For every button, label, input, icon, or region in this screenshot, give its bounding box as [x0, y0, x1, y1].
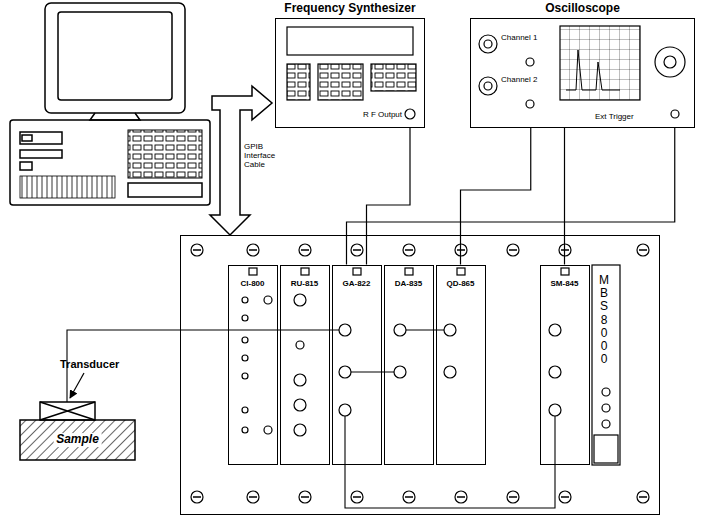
signal-cable [564, 128, 565, 265]
module-label: CI-800 [229, 279, 277, 288]
instrument-module: DA-835 [384, 265, 434, 465]
instrument-box: Frequency SynthesizerR F Output [275, 18, 425, 128]
module-label: DA-835 [385, 279, 433, 288]
leader-line [70, 373, 84, 398]
cable-label: GPIB Interface Cable [244, 142, 288, 170]
sample-block: Sample [20, 420, 135, 460]
instrument-title: Oscilloscope [471, 2, 694, 16]
system-label: MBS8000 [598, 274, 610, 366]
transducer-drawing [40, 402, 95, 420]
instrument-module: SM-845 [540, 265, 590, 465]
rack-frame: MBS8000 CI-800 RU-815 GA-822 DA-835 QD-865 SM-… [180, 235, 660, 515]
instrument-module: GA-822 [332, 265, 382, 465]
patch-cable [67, 330, 555, 508]
rack-hardware [242, 265, 620, 465]
signal-cable [461, 128, 531, 265]
module-label: GA-822 [333, 279, 381, 288]
instrument-box: OscilloscopeChannel 1Channel 2Ext Trigge… [470, 18, 695, 128]
module-label: RU-815 [281, 279, 329, 288]
port-label: Ext Trigger [595, 112, 634, 121]
oscilloscope-panel [479, 26, 685, 118]
rack-screws [191, 244, 649, 503]
module-label: QD-865 [437, 279, 485, 288]
sample-block [20, 420, 135, 460]
computer-drawing [10, 3, 210, 205]
module-label: SM-845 [541, 279, 589, 288]
channel-label: Channel 1 [501, 33, 537, 42]
channel-label: Channel 2 [501, 75, 537, 84]
instrument-module: QD-865 [436, 265, 486, 465]
instrument-module: CI-800 [228, 265, 278, 465]
signal-cable [347, 128, 675, 265]
port-label: R F Output [363, 110, 402, 119]
instrument-module: RU-815 [280, 265, 330, 465]
synthesizer-panel [287, 27, 416, 119]
instrument-title: Frequency Synthesizer [276, 2, 424, 16]
sample-label: Sample [53, 433, 102, 447]
signal-cable [367, 128, 411, 265]
callout-label: Transducer [60, 358, 119, 371]
